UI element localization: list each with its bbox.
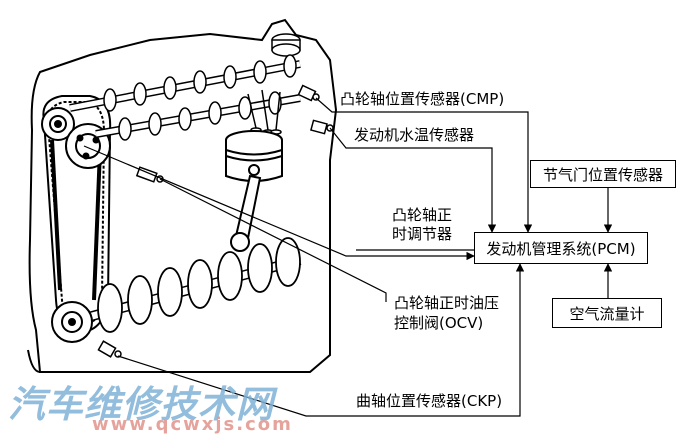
vvt-label-line2: 时调节器 <box>392 225 453 243</box>
camshaft-upper <box>69 54 301 112</box>
tps-label: 节气门位置传感器 <box>542 165 663 184</box>
cam-sprocket-intake <box>41 107 75 141</box>
crankshaft <box>68 237 302 333</box>
ect-line <box>329 127 497 233</box>
cmp-line <box>315 97 533 233</box>
pcm-box: 发动机管理系统(PCM) <box>474 232 648 264</box>
ckp-sensor-icon <box>97 340 122 358</box>
ocv-label-line1: 凸轮轴正时油压 <box>394 294 500 312</box>
piston <box>225 130 283 182</box>
maf-box: 空气流量计 <box>552 298 662 328</box>
ocv-label-line2: 控制阀(OCV) <box>394 314 484 332</box>
cmp-label: 凸轮轴位置传感器(CMP) <box>340 90 505 108</box>
maf-label: 空气流量计 <box>569 304 645 323</box>
tps-box: 节气门位置传感器 <box>530 160 676 188</box>
watermark-title: 汽车维修技术网 <box>8 383 274 426</box>
ocv-line <box>159 178 387 302</box>
pcm-label: 发动机管理系统(PCM) <box>486 239 636 258</box>
engine-block-outline <box>27 18 338 373</box>
ckp-label: 曲轴位置传感器(CKP) <box>356 392 503 410</box>
ect-label: 发动机水温传感器 <box>354 126 475 144</box>
ect-sensor-icon <box>310 119 334 135</box>
connecting-rod <box>230 174 262 252</box>
cmp-sensor-icon <box>297 84 320 102</box>
vvt-label-line1: 凸轮轴正 <box>392 206 453 224</box>
filler-cap <box>271 33 301 57</box>
crank-pulley <box>51 301 93 343</box>
ckp-line <box>117 263 525 417</box>
vvt-line <box>83 145 475 261</box>
signal-lines <box>83 97 613 417</box>
watermark-url: www.qcwxjs.com <box>92 414 293 435</box>
